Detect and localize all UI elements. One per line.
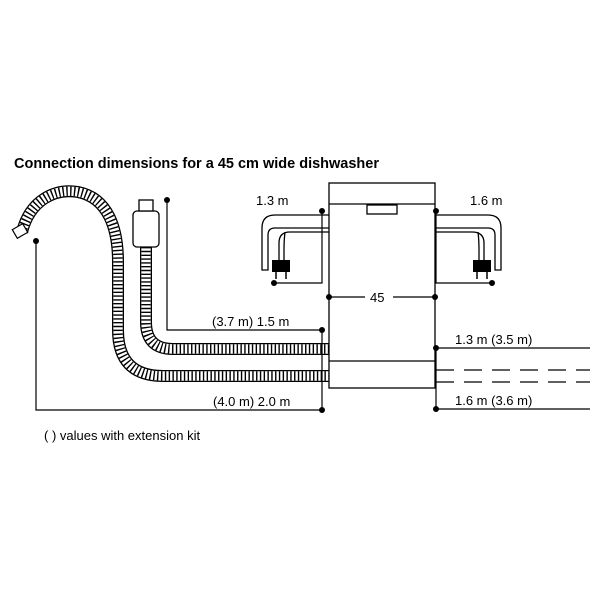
power-cord-left bbox=[261, 214, 329, 271]
dimension-lines bbox=[35, 200, 590, 411]
plug-right-icon bbox=[473, 260, 491, 279]
label-right-lower: 1.6 m (3.6 m) bbox=[455, 393, 532, 408]
label-width: 45 bbox=[370, 290, 384, 305]
dishwasher-body bbox=[328, 182, 436, 389]
label-right-plug: 1.6 m bbox=[470, 193, 503, 208]
diagram-title: Connection dimensions for a 45 cm wide d… bbox=[14, 156, 379, 172]
label-right-upper: 1.3 m (3.5 m) bbox=[455, 332, 532, 347]
label-drain-hose: (3.7 m) 1.5 m bbox=[212, 314, 289, 329]
power-cord-right bbox=[435, 214, 502, 271]
footnote: ( ) values with extension kit bbox=[44, 428, 200, 443]
hose-connector bbox=[138, 199, 154, 212]
label-supply-hose: (4.0 m) 2.0 m bbox=[213, 394, 290, 409]
control-panel bbox=[366, 204, 398, 215]
drain-hose bbox=[11, 185, 329, 382]
plug-left-icon bbox=[272, 260, 290, 279]
supply-hose bbox=[132, 199, 329, 355]
aquastop-valve bbox=[132, 210, 160, 248]
drain-hose-end bbox=[11, 222, 29, 240]
label-left-plug: 1.3 m bbox=[256, 193, 289, 208]
dimension-dots bbox=[33, 197, 495, 413]
